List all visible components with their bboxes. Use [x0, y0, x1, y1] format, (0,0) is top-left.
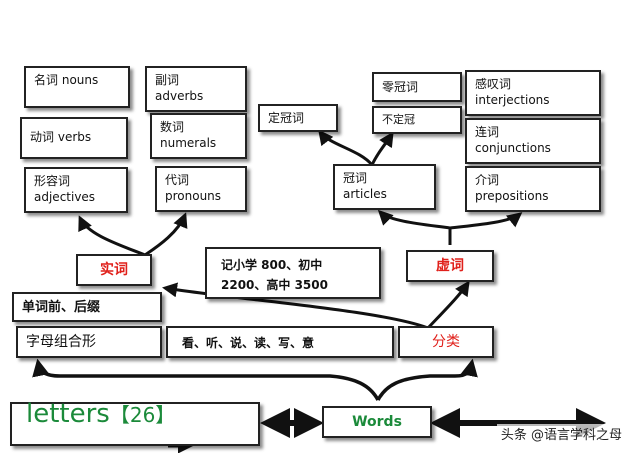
node-adjectives: 形容词 adjectives — [24, 167, 128, 213]
node-nouns: 名词 nouns — [24, 66, 130, 108]
node-letters: letters【26】 — [10, 399, 260, 446]
node-adverbs-en: adverbs — [155, 89, 204, 103]
node-letter-combination: 字母组合形 — [16, 326, 162, 358]
branch-articles — [318, 129, 374, 167]
node-content-words: 实词 — [76, 254, 152, 286]
node-numerals-en: numerals — [160, 136, 217, 150]
node-prepositions-en: prepositions — [475, 189, 549, 203]
node-numerals-zh: 数词 — [160, 120, 185, 134]
node-indefinite-article-label: 不定冠 — [382, 113, 415, 126]
node-words-label: Words — [352, 414, 402, 430]
watermark: 头条 @语言学科之母 — [496, 424, 626, 443]
node-verbs: 动词 verbs — [20, 117, 128, 159]
node-definite-article-label: 定冠词 — [268, 111, 305, 125]
node-letters-label: letters — [26, 399, 110, 429]
node-prepositions-zh: 介词 — [475, 173, 500, 187]
node-letter-combination-label: 字母组合形 — [26, 334, 96, 350]
node-content-words-label: 实词 — [100, 262, 128, 278]
node-definite-article: 定冠词 — [258, 104, 338, 132]
node-vocab-goal: 记小学 800、初中 2200、高中 3500 — [205, 247, 381, 299]
branch-function-words — [377, 209, 452, 245]
node-zero-article: 零冠词 — [372, 72, 462, 102]
node-numerals: 数词 numerals — [150, 113, 247, 159]
node-conjunctions: 连词 conjunctions — [465, 118, 601, 164]
node-classification: 分类 — [398, 326, 494, 358]
node-nouns-label: 名词 nouns — [34, 73, 99, 87]
node-interjections: 感叹词 interjections — [465, 70, 601, 116]
branch-classification-right — [426, 280, 470, 330]
node-function-words: 虚词 — [406, 250, 494, 282]
node-adverbs: 副词 adverbs — [145, 66, 247, 112]
node-vocab-goal-line1: 记小学 800、初中 — [221, 258, 323, 272]
node-interjections-en: interjections — [475, 93, 550, 107]
node-conjunctions-zh: 连词 — [475, 125, 500, 139]
node-zero-article-label: 零冠词 — [382, 80, 419, 94]
node-letters-count: 【26】 — [109, 403, 176, 427]
node-pronouns-en: pronouns — [165, 189, 222, 203]
node-skills: 看、听、说、读、写、意 — [166, 326, 394, 358]
node-articles-zh: 冠词 — [343, 171, 368, 185]
node-pronouns: 代词 pronouns — [155, 166, 247, 212]
node-skills-label: 看、听、说、读、写、意 — [182, 336, 315, 350]
node-verbs-label: 动词 verbs — [30, 130, 92, 144]
node-function-words-label: 虚词 — [436, 258, 464, 274]
bottom-bracket — [32, 358, 380, 401]
node-interjections-zh: 感叹词 — [475, 77, 512, 91]
node-articles-en: articles — [343, 187, 387, 201]
node-adverbs-zh: 副词 — [155, 73, 180, 87]
node-indefinite-article: 不定冠 — [372, 106, 462, 134]
node-conjunctions-en: conjunctions — [475, 141, 551, 155]
node-prepositions: 介词 prepositions — [465, 166, 601, 212]
node-vocab-goal-line2: 2200、高中 3500 — [221, 278, 328, 292]
node-affixes: 单词前、后缀 — [12, 292, 162, 322]
node-pronouns-zh: 代词 — [165, 173, 190, 187]
node-articles: 冠词 articles — [333, 164, 436, 210]
branch-content-words — [78, 215, 146, 257]
node-adjectives-zh: 形容词 — [34, 174, 71, 188]
node-adjectives-en: adjectives — [34, 190, 96, 204]
node-affixes-label: 单词前、后缀 — [22, 300, 101, 315]
node-words: Words — [322, 406, 432, 438]
node-classification-label: 分类 — [432, 334, 460, 350]
branch-classification-left — [162, 282, 429, 330]
